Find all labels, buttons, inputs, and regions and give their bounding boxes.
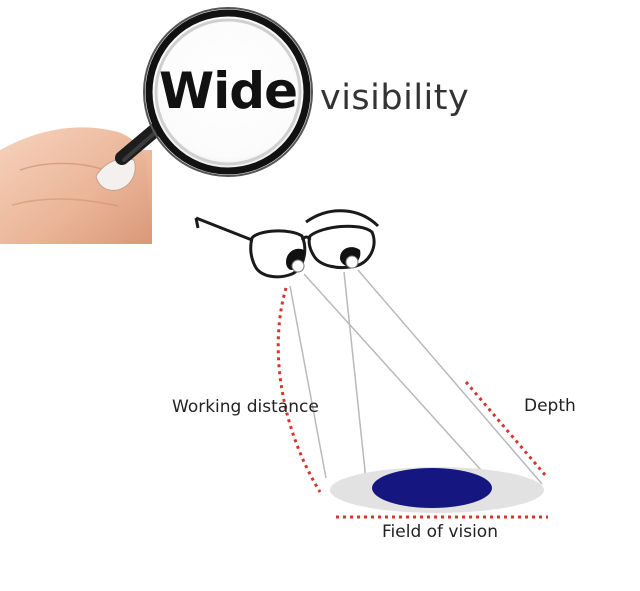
sight-line [303,273,491,481]
loupe-glasses-icon [194,209,380,279]
sight-line [343,271,367,481]
sight-line [289,285,327,479]
sight-line [357,269,543,485]
depth-label: Depth [524,396,576,416]
title-bold-word: Wide [159,62,298,120]
title-light-word: visibility [320,78,470,118]
field-of-vision-label: Field of vision [382,522,498,542]
field-area-inner [372,468,492,508]
magnifying-glass-icon [115,7,313,177]
sight-lines [289,269,543,485]
working-distance-label: Working distance [172,397,319,417]
working-distance-marker [276,287,322,493]
hand-illustration [0,127,152,244]
